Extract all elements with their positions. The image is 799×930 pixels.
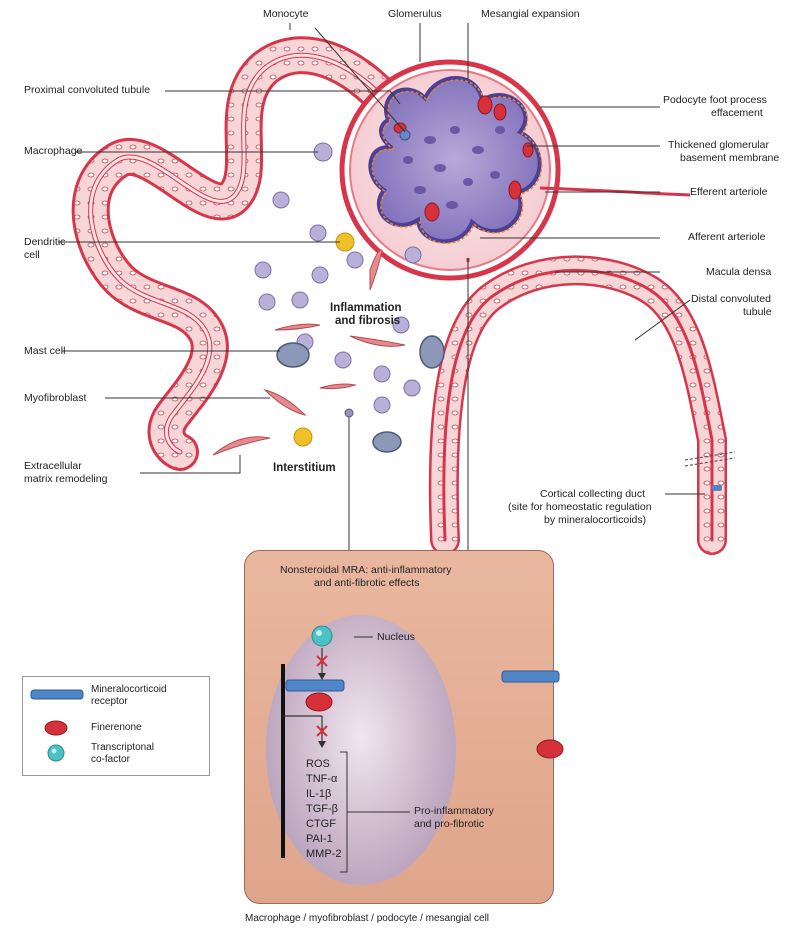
mediator-item: TGF-β [306,802,341,817]
pro-inflammatory-label-2: and pro-fibrotic [414,818,484,831]
legend-tcf-label-1: Transcriptonal [91,742,154,754]
bottom-caption: Macrophage / myofibroblast / podocyte / … [245,912,489,925]
legend-finerenone-label: Finerenone [91,722,142,734]
legend-mr-label-2: receptor [91,696,128,708]
mediator-item: MMP-2 [306,847,341,862]
mediator-item: CTGF [306,817,341,832]
legend-receptor-icon [31,690,83,699]
nucleus-label: Nucleus [377,631,415,644]
finerenone-symbol [306,693,332,711]
mediator-item: IL-1β [306,787,341,802]
pro-inflammatory-label-1: Pro-inflammatory [414,805,494,818]
receptor-symbol [286,680,344,691]
mediator-item: ROS [306,757,341,772]
legend-finerenone-icon [45,721,67,735]
mediator-item: PAI-1 [306,832,341,847]
mediator-item: TNF-α [306,772,341,787]
legend-cofactor-icon [48,745,64,761]
legend-tcf-label-2: co-factor [91,754,130,766]
legend: Mineralocorticoid receptor Finerenone Tr… [22,676,210,776]
legend-mr-label-1: Mineralocorticoid [91,684,167,696]
cofactor-symbol [312,626,332,646]
mediator-list: ROS TNF-α IL-1β TGF-β CTGF PAI-1 MMP-2 [306,757,341,862]
